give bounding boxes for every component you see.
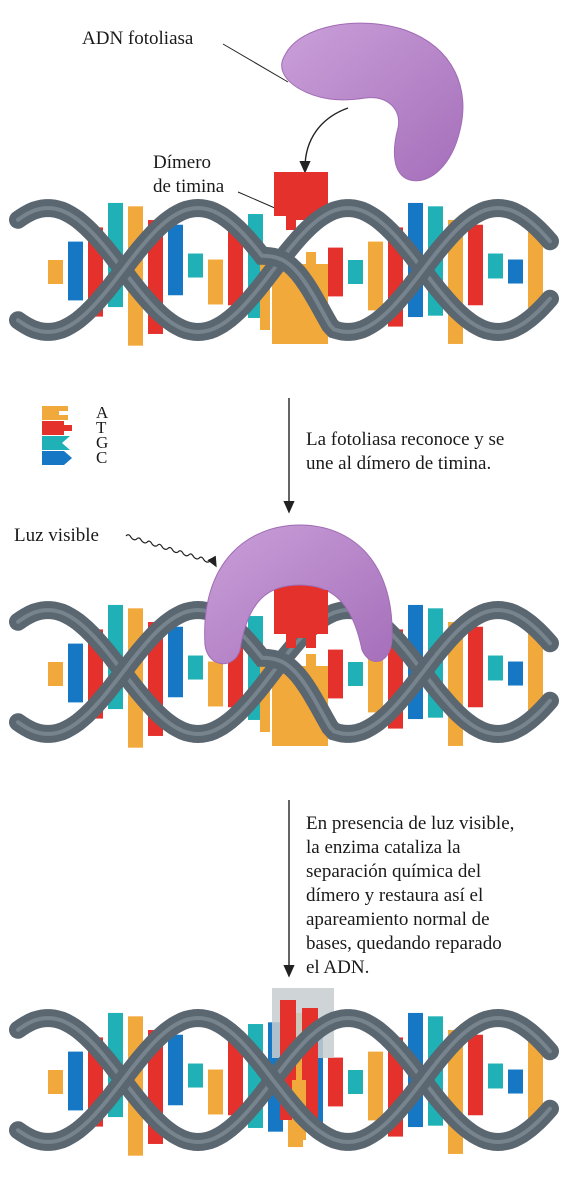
base-pair <box>68 241 83 301</box>
base-pair <box>168 224 183 296</box>
enzyme-leader-line <box>222 43 289 83</box>
base-pair <box>508 661 523 686</box>
dimer-label-line1: Dímero <box>153 152 211 173</box>
base-pair <box>228 224 243 306</box>
photolyase-bound-enzyme <box>204 524 393 665</box>
base-pair <box>208 259 223 305</box>
adenine-base <box>260 662 270 732</box>
adenine-base <box>260 260 270 330</box>
light-label: Luz visible <box>14 525 99 546</box>
step2-caption-line: dímero y restaura así el <box>306 885 484 906</box>
legend-letter: G <box>96 433 108 452</box>
step2-caption-line: separación química del <box>306 861 482 882</box>
base-pair <box>508 1069 523 1094</box>
base-pair <box>368 241 383 311</box>
dna-backbone-highlight <box>16 1015 552 1144</box>
dna-helix-damaged <box>9 172 559 346</box>
base-pair <box>328 649 343 699</box>
cytosine-base-icon <box>42 451 72 465</box>
guanine-base-icon <box>42 436 70 450</box>
base-pair <box>468 1034 483 1116</box>
step2-caption: En presencia de luz visible, la enzima c… <box>306 812 514 980</box>
thymine-dimer <box>274 590 328 648</box>
base-pair <box>488 1063 503 1089</box>
base-pair <box>488 655 503 681</box>
dimer-label-line2: de timina <box>153 176 225 197</box>
base-pair <box>328 247 343 297</box>
base-pair <box>228 1034 243 1116</box>
base-pair <box>48 662 63 686</box>
base-pair <box>168 626 183 698</box>
base-pair <box>348 1070 363 1094</box>
base-pair <box>328 1057 343 1107</box>
step1-caption-line: La fotoliasa reconoce y se <box>306 429 505 450</box>
dna-backbone-highlight <box>16 1016 552 1145</box>
base-pair <box>528 1034 543 1126</box>
base-pair <box>528 224 543 316</box>
base-pair <box>68 643 83 703</box>
legend-letter: C <box>96 448 107 467</box>
base-pair <box>68 1051 83 1111</box>
panel-1: ADN fotoliasa Dímero de timina <box>9 22 559 346</box>
step2-caption-line: el ADN. <box>306 957 370 978</box>
base-pair <box>468 224 483 306</box>
adenine-pair <box>272 252 328 344</box>
base-pair <box>48 1070 63 1094</box>
base-pair <box>48 260 63 284</box>
enzyme-approach-arrow <box>299 107 349 174</box>
base-pair <box>168 1034 183 1106</box>
dna-helix-repaired <box>9 988 559 1156</box>
base-pair <box>188 1063 203 1088</box>
dna-helix-enzyme-bound <box>9 524 559 748</box>
adenine-base-icon <box>42 406 68 420</box>
base-pair <box>208 661 223 707</box>
panel-3 <box>9 988 559 1156</box>
light-wave-icon <box>125 534 217 568</box>
dna-backbone-highlight <box>16 205 552 334</box>
legend-letter: A <box>96 403 109 422</box>
base-pair <box>188 655 203 680</box>
step2-caption-line: apareamiento normal de <box>306 909 490 930</box>
step1-caption: La fotoliasa reconoce y se une al dímero… <box>306 428 504 476</box>
photolyase-enzyme <box>281 22 464 182</box>
base-pair <box>508 259 523 284</box>
base-pair <box>368 1051 383 1121</box>
base-pair <box>468 626 483 708</box>
step2-caption-line: En presencia de luz visible, <box>306 813 515 834</box>
base-pair <box>208 1069 223 1115</box>
panel-2: Luz visible <box>9 524 559 748</box>
base-pair <box>348 260 363 284</box>
base-pair <box>188 253 203 278</box>
legend-letter: T <box>96 418 107 437</box>
base-pair <box>348 662 363 686</box>
thymine-base-icon <box>42 421 72 435</box>
step2-caption-line: bases, quedando reparado <box>306 933 502 954</box>
enzyme-label: ADN fotoliasa <box>82 28 194 49</box>
dna-backbone-highlight <box>16 607 552 736</box>
step2-caption-line: la enzima cataliza la <box>306 837 461 858</box>
base-pair <box>528 626 543 718</box>
base-pair <box>488 253 503 279</box>
adenine-pair <box>272 654 328 746</box>
step1-caption-line: une al dímero de timina. <box>306 453 492 474</box>
